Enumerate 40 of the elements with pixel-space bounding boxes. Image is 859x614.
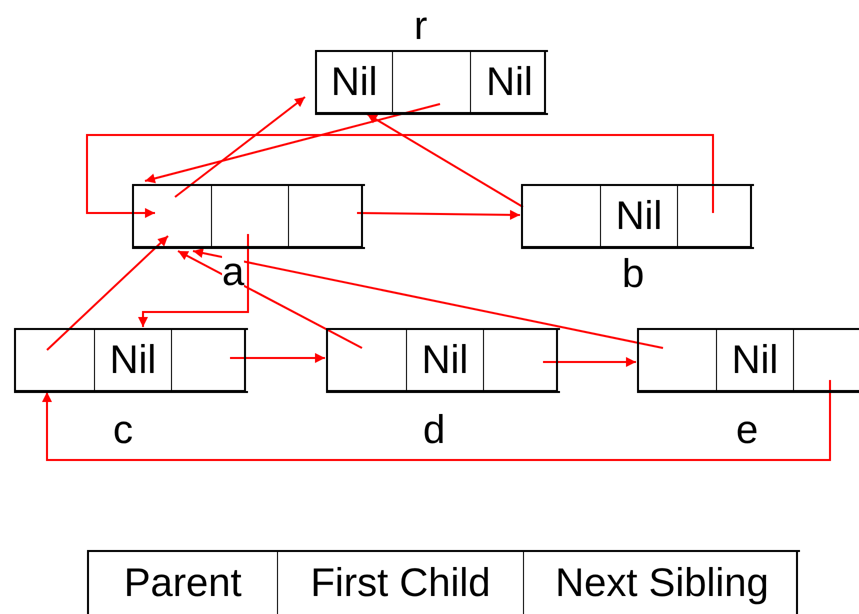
record-field (600, 184, 677, 248)
field-text: Nil (110, 340, 156, 380)
field-text: Nil (732, 340, 778, 380)
pointer-arrow (356, 210, 520, 220)
record-box (315, 50, 546, 114)
record-field (171, 328, 248, 392)
field-text: Next Sibling (555, 563, 769, 603)
record-field (94, 328, 171, 392)
record-box (132, 184, 363, 248)
record-field (406, 328, 483, 392)
pointer-arrow (46, 235, 169, 351)
record-box (521, 184, 752, 248)
pointer-arrow (86, 134, 714, 218)
pointer-arrow (174, 96, 306, 198)
record-field (716, 328, 793, 392)
field-text: Nil (330, 62, 378, 102)
record-box (87, 550, 798, 614)
field-text: Nil (616, 196, 662, 236)
field-text: Nil (422, 340, 468, 380)
record-field (470, 50, 548, 114)
record-box (637, 328, 859, 392)
pointer-arrow (42, 380, 831, 461)
pointer-arrow (138, 234, 249, 327)
record-field (392, 50, 470, 114)
record-field (523, 550, 800, 614)
record-field (288, 184, 365, 248)
pointer-arrow (178, 250, 362, 349)
field-text: Nil (486, 62, 533, 102)
pointer-arrow (230, 353, 325, 363)
pointer-arrow (366, 113, 524, 208)
record-field (793, 328, 859, 392)
record-box (14, 328, 246, 392)
record-field (677, 184, 754, 248)
pointer-arrow (543, 357, 636, 367)
record-field (483, 328, 560, 392)
record-field (211, 184, 288, 248)
pointer-arrow (192, 248, 664, 349)
record-box (326, 328, 558, 392)
field-text: Parent (124, 563, 242, 603)
field-text: First Child (310, 563, 491, 603)
